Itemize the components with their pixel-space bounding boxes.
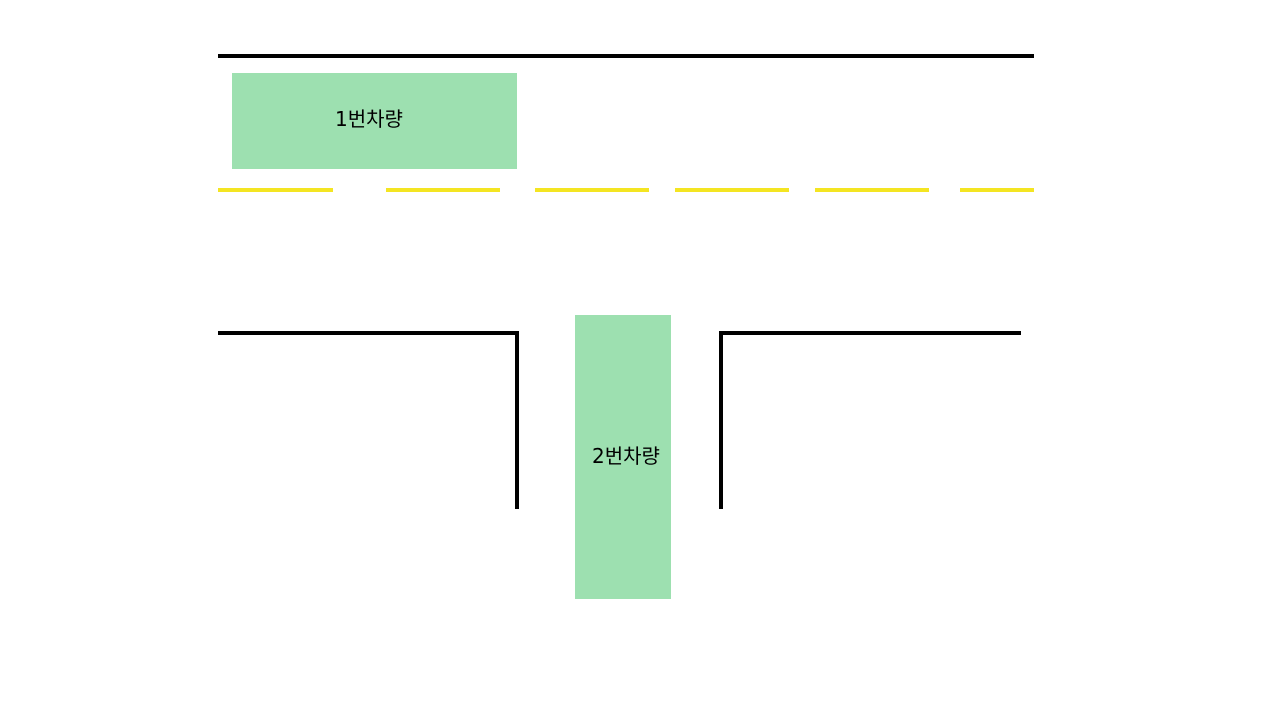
- vehicle-1-label: 1번차량: [335, 107, 403, 131]
- vehicle-1-body: [232, 73, 517, 169]
- vehicle-2-label: 2번차량: [592, 444, 660, 468]
- vehicle-1: 1번차량: [232, 73, 517, 169]
- left-road-corner: [218, 331, 519, 509]
- vehicle-2: 2번차량: [575, 315, 671, 599]
- vehicle-2-body: [575, 315, 671, 599]
- right-road-corner: [719, 331, 1021, 509]
